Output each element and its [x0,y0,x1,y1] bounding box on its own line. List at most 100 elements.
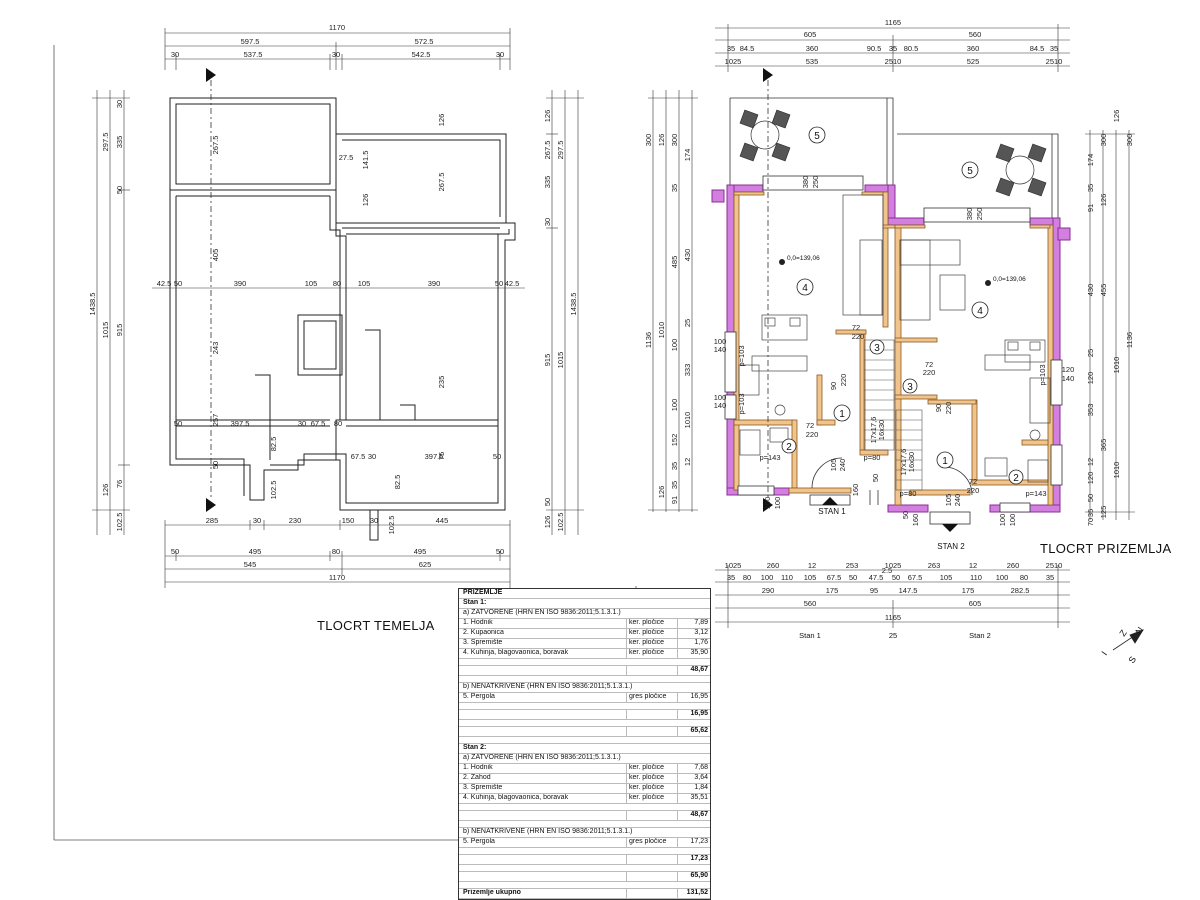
dim-text: 35 [1086,509,1095,517]
room-area: 7,68 [677,764,710,773]
dim-text: 397.5 [425,452,444,461]
dim-text: 80 [332,547,340,556]
dim-text: 1136 [644,332,653,348]
dim-text: 1025 [725,561,742,570]
dim-text: 495 [414,547,427,556]
room-name: 4. Kuhinja, blagovaonica, boravak [463,649,569,656]
dim-text: 82.5 [393,475,402,490]
entrance-doors [809,457,973,525]
dim-text: 1010 [1112,462,1121,479]
dim-text: 100 [670,399,679,412]
dim-text: 625 [419,560,432,569]
dim-text: 105 [305,279,318,288]
level-label: 0,0=139,06 [787,255,820,262]
dim-text: 150 [342,516,355,525]
dim-text: 50 [211,461,220,469]
room-markers [781,126,1024,485]
dim-text: 455 [1099,284,1108,297]
total-row: 65,90 [459,872,710,882]
dim-text: 50 [496,547,504,556]
dim-text: 1170 [329,23,345,32]
dim-text: 30 [543,218,552,226]
dim-text: 915 [115,324,124,337]
entry-arrow-stan1 [822,497,838,505]
dim-text: 537.5 [244,50,263,59]
room-name: 2. Kupaonica [463,629,504,636]
dim-text: p=80 [900,489,917,498]
schedule-section: Stan 1: [459,599,710,609]
spacer [459,676,710,683]
dim-text: 100 [1008,514,1017,527]
dim-text: 35 [1046,573,1054,582]
dim-text: 95 [870,586,878,595]
dim-text: 82.5 [269,437,278,452]
dim-text: 84.5 [1030,44,1045,53]
dim-text: 300 [1125,134,1134,147]
spacer [459,821,710,828]
dim-text: 30 [298,419,306,428]
dim-text: 430 [1086,284,1095,297]
section-arrow-bottom [763,498,773,512]
room-name: 3. Spremište [463,639,503,646]
architectural-drawing: 1170 597.5 572.5 30 537.5 30 542.5 30 28… [53,18,1145,841]
room-number: 5 [814,131,820,142]
dim-text: 102.5 [556,513,565,532]
room-area: 16,95 [677,693,710,702]
dim-text: 175 [826,586,839,595]
dim-text: 80 [743,573,751,582]
dim-text: 17x17,6 [869,417,878,444]
dim-text: 30 [332,50,340,59]
pergola-left [729,97,894,188]
dim-text: 100 [714,393,727,402]
schedule-section: a) ZATVORENE (HRN EN ISO 9836:2011;5.1.3… [459,754,710,764]
dim-text: 253 [846,561,859,570]
dim-text: 243 [211,342,220,355]
spacer [459,865,710,872]
level-markers [779,259,991,286]
dim-text: 100 [670,339,679,352]
dim-text: 297.5 [556,141,565,160]
dim-text: 260 [767,561,780,570]
dim-text: 1015 [101,322,110,339]
floor-finish: ker. pločice [626,774,677,783]
dim-text: p=143 [759,453,780,462]
dim-text: 12 [683,458,692,466]
foundation-plan-title: TLOCRT TEMELJA [317,618,435,633]
dim-text: 545 [244,560,257,569]
dim-text: 290 [762,586,775,595]
ground-floor-plan [648,24,1144,651]
dim-text: 1136 [1125,332,1134,348]
dim-text: 50 [493,452,501,461]
room-area: 35,51 [677,794,710,803]
dim-text: 76 [115,480,124,488]
dim-text: 335 [115,136,124,149]
room-number: 5 [967,166,973,177]
floor-finish: ker. pločice [626,629,677,638]
dim-text: 1010 [1112,357,1121,374]
dim-text: 605 [969,599,982,608]
subtotal-row: 48,67 [459,666,710,676]
dim-text: 220 [923,368,936,377]
dim-text: 72 [969,477,977,486]
dim-text: 110 [781,573,793,582]
dim-text: 140 [1062,374,1075,383]
dim-text: 397.5 [231,419,250,428]
dim-text: 174 [1086,154,1095,167]
dim-text: 160 [911,514,920,527]
dim-text: 525 [967,57,980,66]
room-number: 1 [839,409,845,420]
subtotal-row: 48,67 [459,811,710,821]
dim-text: 235 [437,376,446,389]
grand-total: 131,52 [677,889,710,898]
dim-text: 120 [1062,365,1075,374]
dim-text: 220 [944,402,953,415]
dim-text: 35 [889,44,897,53]
spacer [459,720,710,727]
dim-text: 30 [370,516,378,525]
dim-text: 220 [852,332,865,341]
dim-text: 70 [1086,518,1095,526]
